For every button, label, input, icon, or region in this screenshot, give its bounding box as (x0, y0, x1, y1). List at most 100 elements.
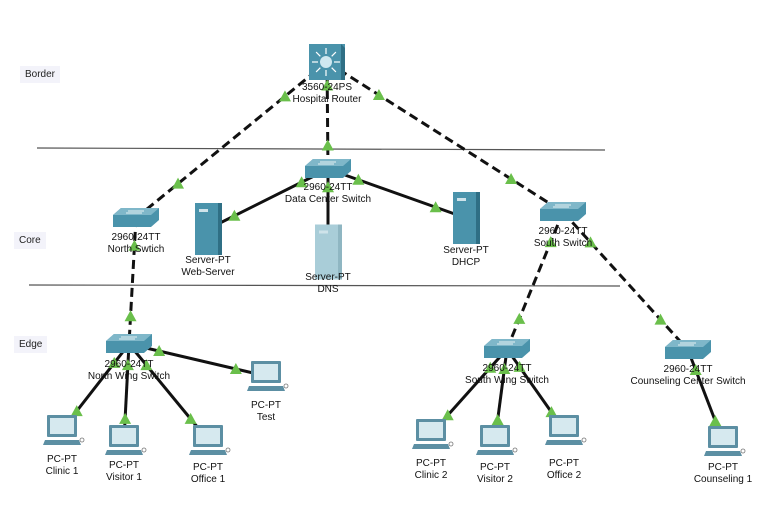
link-dc-dhcp[interactable] (327, 167, 467, 220)
pc-icon[interactable] (189, 425, 231, 455)
link-router-south[interactable] (326, 60, 564, 214)
multilayer-switch-icon[interactable] (309, 44, 345, 80)
device-name-label: Office 1 (191, 474, 226, 485)
pc-icon[interactable] (412, 419, 454, 449)
link-light-nw (121, 359, 134, 371)
device-name-label: South Switch (534, 238, 592, 249)
device-model-label: 2960-24TT (539, 226, 588, 237)
link-light-nw (140, 359, 153, 371)
device-model-label: Server-PT (305, 272, 351, 283)
device-model-label: 3560-24PS (302, 82, 352, 93)
zone-label-edge: Edge (14, 336, 48, 353)
link-nw-test[interactable] (128, 342, 267, 378)
link-light-north (128, 239, 141, 251)
switch-icon[interactable] (484, 339, 530, 358)
zone-label-core: Core (14, 232, 46, 249)
link-nw-office1[interactable] (127, 343, 210, 441)
link-light-south (584, 236, 597, 248)
link-light-router (321, 79, 334, 91)
device-name-label: Visitor 1 (106, 472, 142, 483)
pc-icon[interactable] (476, 425, 518, 455)
device-name-label: Counseling 1 (694, 474, 753, 485)
device-name-label: Clinic 2 (415, 470, 448, 481)
link-light-nw (153, 345, 166, 357)
link-light-south (505, 173, 518, 184)
device-model-label: 2960-24TT (304, 182, 353, 193)
device-name-label: North Wing Switch (88, 371, 170, 382)
link-light-cc (654, 313, 667, 325)
device-model-label: PC-PT (47, 454, 77, 465)
pc-icon[interactable] (545, 415, 587, 445)
pc-icon[interactable] (105, 425, 147, 455)
device-name-label: Clinic 1 (46, 466, 79, 477)
device-name-label: Counseling Center Switch (630, 376, 745, 387)
pc-icon[interactable] (247, 361, 289, 391)
device-name-label: Test (257, 412, 276, 423)
pc-icon[interactable] (43, 415, 85, 445)
device-name-label: South Wing Switch (465, 375, 549, 386)
link-light-web (228, 209, 241, 221)
core-edge-divider (28, 284, 621, 287)
device-model-label: PC-PT (480, 462, 510, 473)
pc-icon[interactable] (704, 426, 746, 456)
link-south-sw[interactable] (505, 211, 565, 350)
device-name-label: North Swtich (108, 244, 165, 255)
link-light-router (372, 89, 385, 100)
device-model-label: PC-PT (708, 462, 738, 473)
link-light-clinic2 (441, 409, 454, 421)
server-icon[interactable] (195, 203, 222, 255)
server-icon[interactable] (453, 192, 480, 244)
device-model-label: PC-PT (193, 462, 223, 473)
device-model-label: 2960-24TT (105, 359, 154, 370)
link-light-dc (295, 176, 308, 188)
link-light-dc (321, 139, 334, 151)
link-light-sw (513, 360, 526, 372)
device-model-label: PC-PT (549, 458, 579, 469)
border-core-divider (36, 147, 606, 151)
link-dc-web[interactable] (207, 167, 329, 231)
link-light-north (172, 177, 185, 189)
link-light-office1 (184, 412, 197, 424)
link-light-cc (689, 364, 702, 376)
device-name-label: Data Center Switch (285, 194, 371, 205)
link-north-nw[interactable] (127, 217, 138, 345)
link-south-cc[interactable] (561, 210, 690, 352)
link-light-office2 (545, 406, 558, 418)
link-light-test (229, 362, 242, 374)
switch-icon[interactable] (540, 202, 586, 221)
device-model-label: PC-PT (109, 460, 139, 471)
device-model-label: 2960-24TT (664, 364, 713, 375)
switch-icon[interactable] (106, 334, 152, 353)
switch-icon[interactable] (305, 159, 351, 178)
device-model-label: PC-PT (251, 400, 281, 411)
switch-icon[interactable] (665, 340, 711, 359)
link-light-south (544, 236, 557, 248)
device-model-label: PC-PT (416, 458, 446, 469)
switch-icon[interactable] (113, 208, 159, 227)
device-model-label: Server-PT (185, 255, 231, 266)
link-light-nw (124, 310, 137, 322)
server-light-icon[interactable] (315, 224, 342, 280)
zone-label-border: Border (20, 66, 61, 83)
link-light-sw (513, 312, 526, 324)
